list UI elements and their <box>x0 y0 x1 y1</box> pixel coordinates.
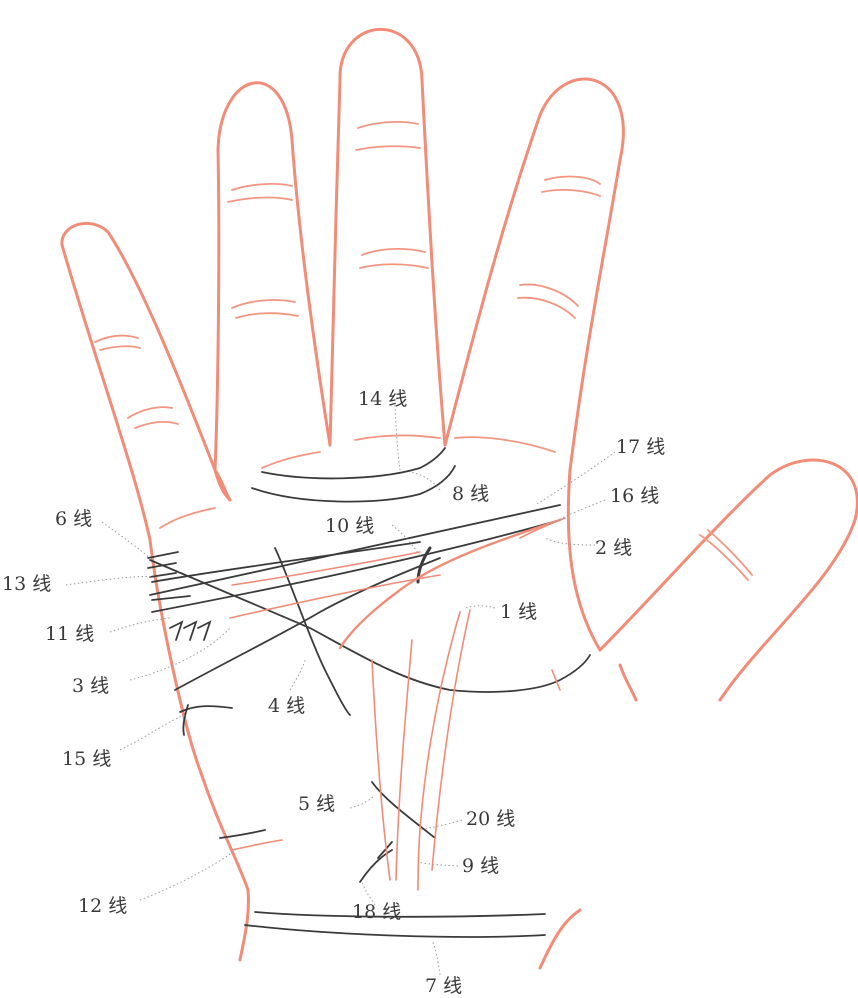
label-14: 14 线 <box>358 388 407 410</box>
label-4: 4 线 <box>268 695 305 717</box>
line-14 <box>262 448 445 478</box>
line-3 <box>175 558 440 690</box>
finger-creases <box>95 122 752 580</box>
life-line <box>340 520 560 648</box>
palm-right-edge <box>568 470 600 650</box>
label-12: 12 线 <box>78 895 127 917</box>
finger-web-1 <box>215 470 230 500</box>
palm-left-edge <box>62 245 248 960</box>
index-finger-outline <box>445 79 623 470</box>
label-17: 17 线 <box>616 436 665 458</box>
label-20: 20 线 <box>466 808 515 830</box>
label-16: 16 线 <box>610 485 659 507</box>
line-7b <box>245 925 545 937</box>
label-11: 11 线 <box>45 623 94 645</box>
label-8: 8 线 <box>452 483 489 505</box>
line-1b <box>432 610 470 870</box>
thumb-inner-edge <box>620 665 636 700</box>
label-9: 9 线 <box>462 855 499 877</box>
line-12 <box>220 830 265 838</box>
middle-finger-outline <box>330 29 445 445</box>
leader-lines <box>66 405 615 975</box>
pinky-finger-outline <box>62 223 230 500</box>
label-7: 7 线 <box>425 975 462 997</box>
ring-finger-outline <box>215 83 330 470</box>
label-3: 3 线 <box>72 675 109 697</box>
wrist-right-edge <box>540 910 580 968</box>
label-13: 13 线 <box>2 573 51 595</box>
label-10: 10 线 <box>325 515 374 537</box>
line-labels: 14 线 8 线 6 线 10 线 17 线 16 线 2 线 13 线 1 线… <box>2 388 665 997</box>
label-18: 18 线 <box>352 901 401 923</box>
line-8 <box>252 466 455 502</box>
line-1 <box>418 612 460 890</box>
label-2: 2 线 <box>595 537 632 559</box>
label-6: 6 线 <box>55 508 92 530</box>
label-15: 15 线 <box>62 748 111 770</box>
label-1: 1 线 <box>500 601 537 623</box>
label-5: 5 线 <box>298 793 335 815</box>
